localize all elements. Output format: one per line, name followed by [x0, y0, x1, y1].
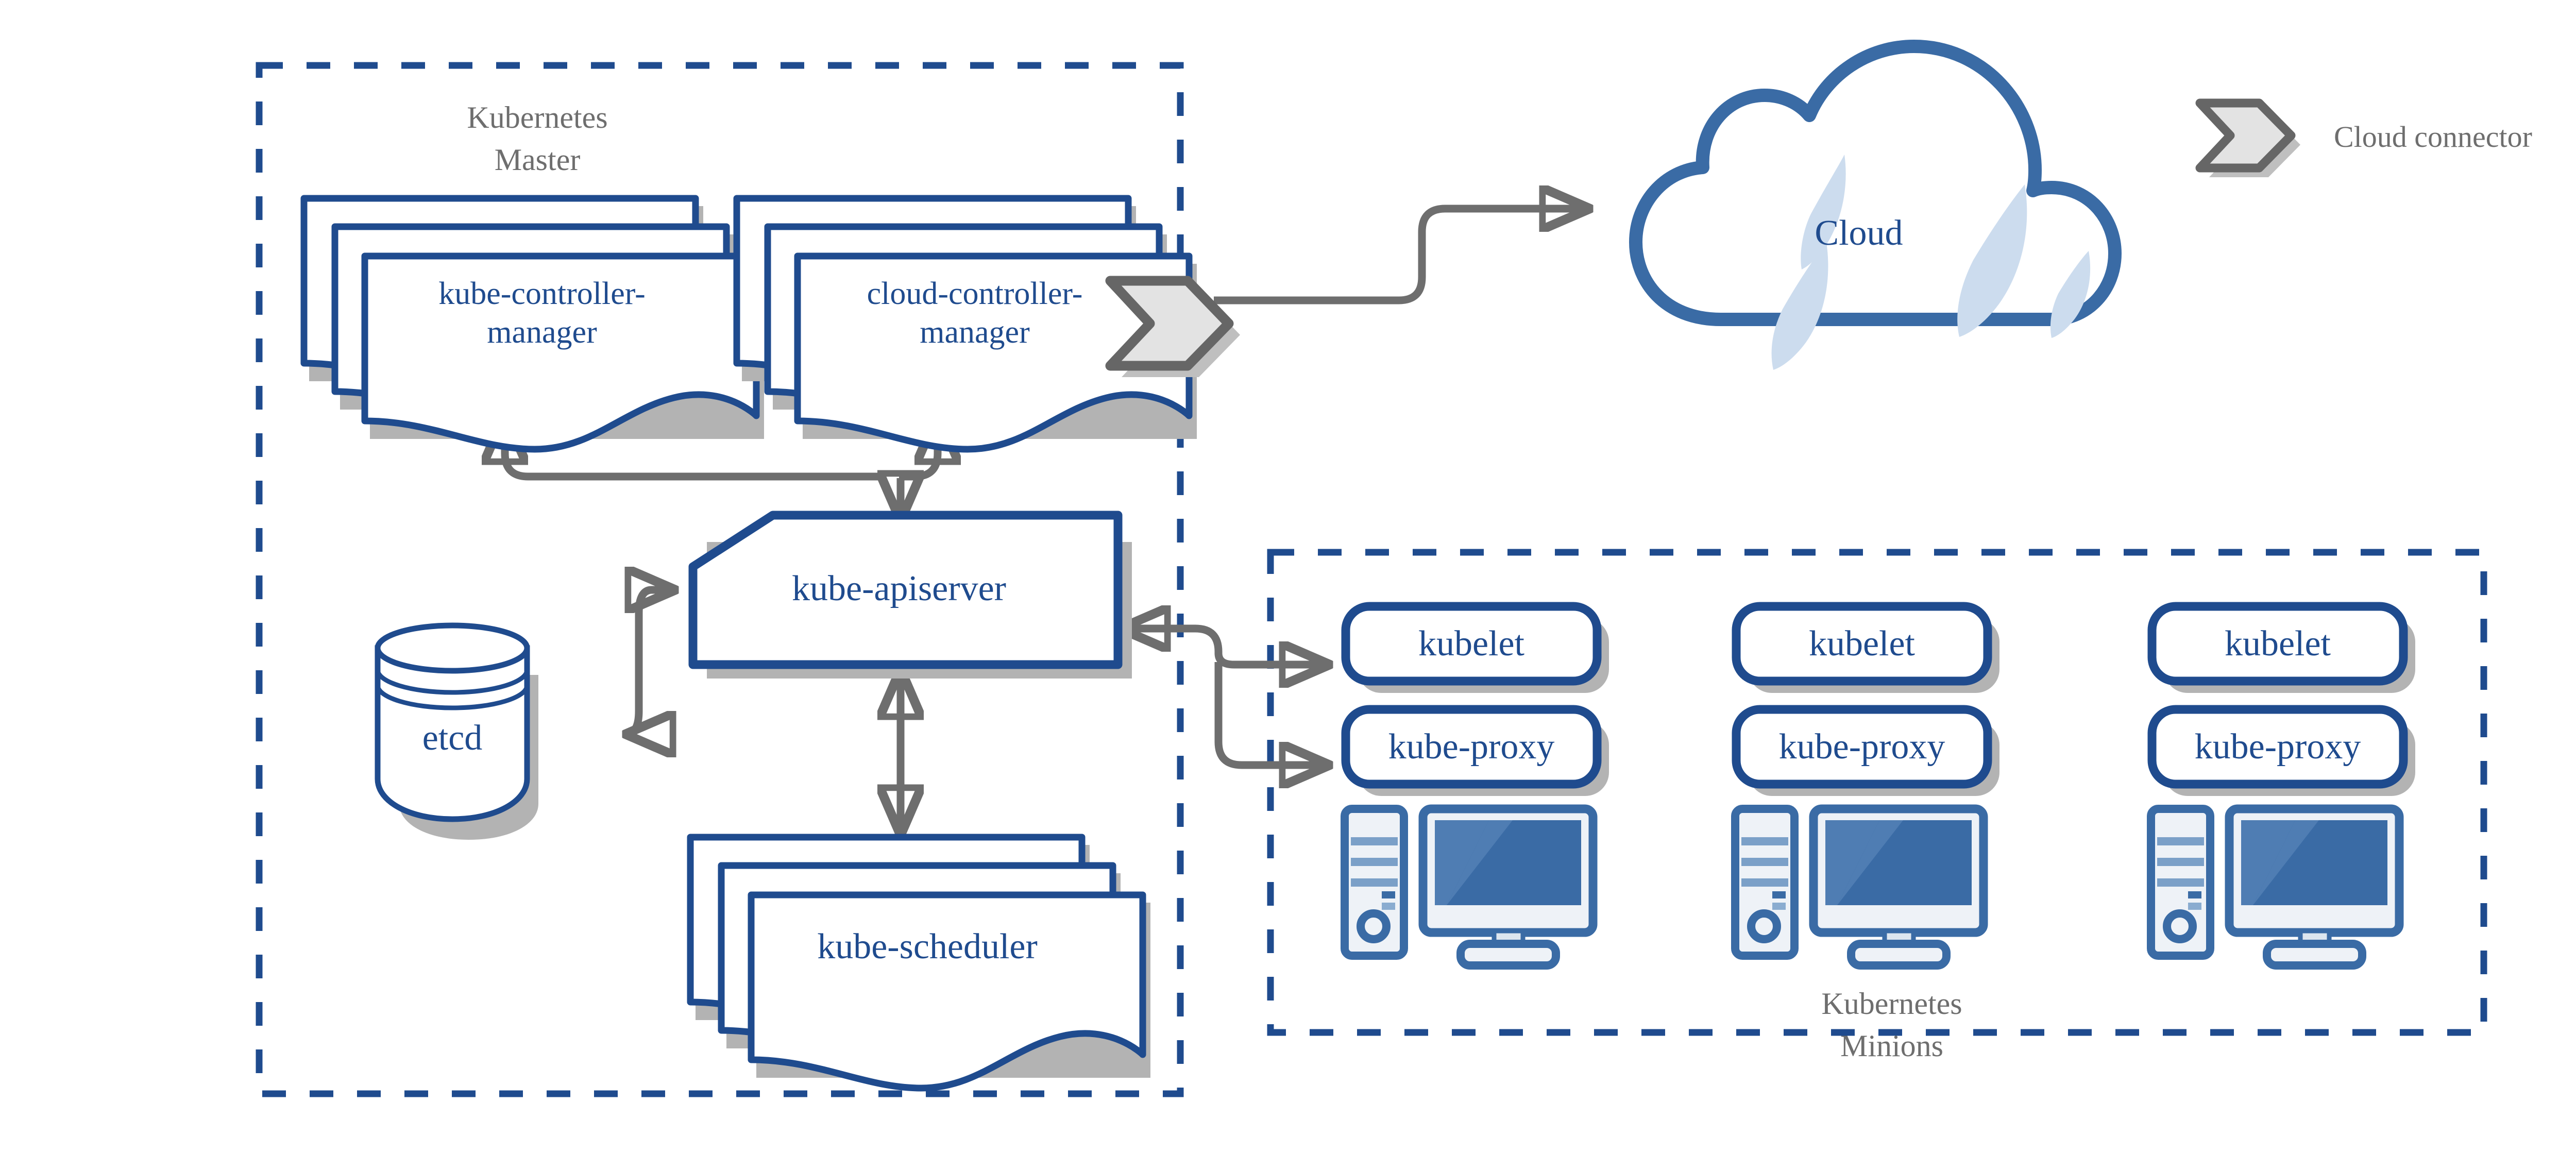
kubelet-box[interactable] [1732, 602, 1992, 686]
pc-power-button [2163, 909, 2197, 943]
minion-node-3[interactable]: kubelet kube-proxy [2147, 602, 2415, 970]
cloud-outline [1629, 40, 2122, 326]
monitor-screen-highlight [1825, 820, 1879, 905]
cloud-controller-manager-node[interactable]: cloud-controller- manager [737, 198, 1197, 449]
cloud-connector-icon-body [1105, 276, 1234, 371]
pc-power-button [1357, 909, 1391, 943]
cloud-connector-icon[interactable] [1105, 276, 1240, 377]
cloud-accent-2 [1771, 242, 1828, 370]
pc-drive-bay-2 [1351, 858, 1398, 866]
connector-apiserver-to-kubelet [1121, 629, 1329, 665]
etcd-ring-2 [375, 685, 530, 710]
minions-zone-boundary [1267, 549, 2487, 1036]
kube-proxy-box[interactable] [1341, 705, 1602, 789]
cloud-label: Cloud [1815, 213, 1903, 253]
cloud-controller-manager-label-line1: cloud-controller- [867, 276, 1083, 311]
monitor-base [1456, 940, 1560, 970]
kube-scheduler-label: kube-scheduler [817, 927, 1038, 967]
svg-text:Kubernetes: Kubernetes [467, 100, 607, 134]
desktop-computer-icon [1731, 804, 1988, 970]
cloud-accent-3 [1957, 184, 2027, 337]
desktop-computer-icon [1341, 804, 1598, 970]
kube-controller-manager-node[interactable]: kube-controller- manager [304, 198, 764, 449]
master-zone-boundary [256, 62, 1184, 1097]
monitor-screen-highlight-2 [1447, 820, 1513, 905]
pc-led-2 [2188, 903, 2201, 910]
kubelet-box[interactable] [1341, 602, 1602, 686]
pc-power-button [1747, 909, 1781, 943]
minion-node-1[interactable]: kubelet kube-proxy [1341, 602, 1609, 970]
pc-led-1 [1382, 891, 1395, 898]
pc-drive-bay-3 [2157, 878, 2204, 887]
pc-drive-bay-1 [1351, 837, 1398, 845]
kube-proxy-label: kube-proxy [1388, 727, 1555, 767]
kubelet-label: kubelet [2225, 624, 2331, 664]
pc-drive-bay-1 [1741, 837, 1788, 845]
pc-drive-bay-3 [1741, 878, 1788, 887]
minions-zone-label: Kubernetes Minions [1821, 987, 1962, 1063]
svg-text:Master: Master [495, 143, 581, 177]
kube-proxy-box[interactable] [1732, 705, 1992, 789]
monitor-screen-highlight [1435, 820, 1489, 905]
pc-drive-bay-2 [1741, 858, 1788, 866]
kube-proxy-label: kube-proxy [2195, 727, 2361, 767]
etcd-node[interactable]: etcd [375, 622, 538, 840]
kube-controller-manager-label-line2: manager [487, 315, 597, 350]
pc-drive-bay-1 [2157, 837, 2204, 845]
kube-apiserver-node[interactable]: kube-apiserver [688, 511, 1132, 679]
etcd-label: etcd [422, 718, 483, 758]
kubelet-label: kubelet [1418, 624, 1525, 664]
monitor-base [2263, 940, 2366, 970]
cloud-controller-manager-label-line2: manager [920, 315, 1030, 350]
legend-chevron-icon[interactable] [2195, 98, 2296, 173]
pc-led-2 [1772, 903, 1786, 910]
monitor-screen-highlight-2 [1837, 820, 1903, 905]
kubelet-label: kubelet [1809, 624, 1916, 664]
kube-apiserver-label: kube-apiserver [792, 569, 1006, 608]
monitor-screen-highlight-2 [2253, 820, 2319, 905]
kube-controller-manager-label-line1: kube-controller- [438, 276, 646, 311]
connector-ccm-to-cloud [1214, 209, 1589, 304]
cloud-accent-4 [2050, 251, 2091, 338]
pc-drive-bay-2 [2157, 858, 2204, 866]
legend-cloud-connector: Cloud connector [2195, 98, 2532, 177]
connector-etcd-to-apiserver [626, 590, 675, 734]
legend-cloud-connector-label: Cloud connector [2334, 120, 2532, 154]
cloud-accent-1 [1801, 155, 1846, 269]
connector-apiserver-to-kube-proxy [1214, 662, 1329, 765]
pc-drive-bay-3 [1351, 878, 1398, 887]
kube-proxy-box[interactable] [2147, 705, 2408, 789]
kubelet-box[interactable] [2147, 602, 2408, 686]
svg-text:Kubernetes: Kubernetes [1821, 987, 1962, 1021]
etcd-ring-1 [375, 669, 530, 695]
monitor-screen-highlight [2241, 820, 2295, 905]
pc-led-1 [2188, 891, 2201, 898]
master-zone-label: Kubernetes Master [467, 100, 607, 177]
kube-proxy-label: kube-proxy [1779, 727, 1945, 767]
pc-led-1 [1772, 891, 1786, 898]
kube-scheduler-node[interactable]: kube-scheduler [690, 837, 1150, 1088]
kube-apiserver-body [688, 511, 1123, 669]
pc-led-2 [1382, 903, 1395, 910]
svg-text:Minions: Minions [1840, 1029, 1943, 1063]
etcd-top-ellipse [375, 622, 530, 674]
monitor-base [1847, 940, 1951, 970]
desktop-computer-icon [2147, 804, 2404, 970]
cloud-shape: Cloud [1629, 40, 2122, 370]
minion-node-2[interactable]: kubelet kube-proxy [1731, 602, 1999, 970]
